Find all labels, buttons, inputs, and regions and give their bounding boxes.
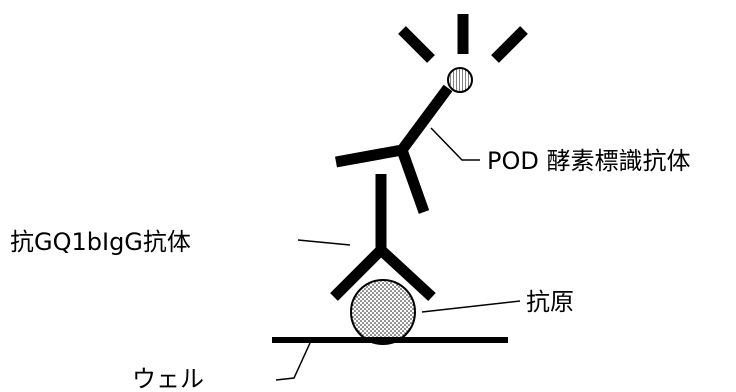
pod-labeled-antibody-icon [335, 84, 453, 214]
well-label: ウェル [132, 365, 204, 392]
primary-antibody-leader-line [297, 239, 351, 246]
primary-antibody-icon [330, 174, 436, 302]
burst-ray-left [398, 26, 435, 63]
primary-antibody-label: 抗GQ1bIgG抗体 [10, 228, 191, 256]
pod-antibody-label: POD 酵素標識抗体 [487, 147, 690, 175]
antigen-icon [350, 279, 416, 345]
antigen-leader-line [421, 300, 521, 313]
antigen-label: 抗原 [526, 288, 574, 316]
burst-ray-right [491, 26, 528, 63]
signal-burst-icon [398, 14, 528, 63]
well-leader-line [275, 342, 311, 381]
pod-antibody-leader-line [430, 127, 480, 161]
pod-enzyme-icon [447, 67, 473, 93]
